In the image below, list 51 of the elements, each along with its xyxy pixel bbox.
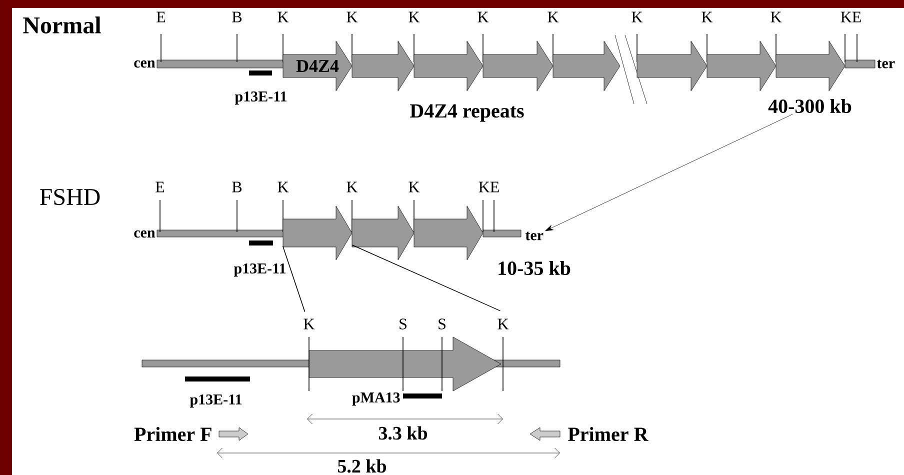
site-letter: K <box>702 12 713 22</box>
site-letter: S <box>400 318 406 330</box>
end-label: cen <box>134 60 156 68</box>
repeat-block <box>706 40 776 92</box>
site-letter: S <box>438 318 446 330</box>
probe-label: p13E-11 <box>234 263 286 277</box>
repeat-block <box>282 206 352 260</box>
repeat-block <box>414 40 484 92</box>
size-label: 10-35 kb <box>498 260 570 276</box>
site-letter: K <box>278 182 289 192</box>
region-label: D4Z4 repeats <box>410 104 524 122</box>
site-letter: K <box>346 182 358 192</box>
end-label: ter <box>876 60 895 68</box>
site-letter: K <box>632 12 643 22</box>
connector-line <box>352 244 501 312</box>
primer-label: Primer R <box>568 426 648 442</box>
site-letter: K <box>498 318 509 330</box>
probe-label: p13E-11 <box>190 394 242 408</box>
end-label: cen <box>134 230 156 238</box>
primer-label: Primer F <box>134 426 212 442</box>
row-title: FSHD <box>40 188 100 206</box>
repeat-block <box>776 40 846 92</box>
repeat-block <box>414 206 484 260</box>
site-letter: KE <box>478 182 499 192</box>
repeat-block <box>352 40 414 92</box>
site-letter: K <box>278 12 289 22</box>
size-label: ter <box>525 232 544 240</box>
site-letter: KE <box>840 12 861 22</box>
site-letter: K <box>548 12 559 22</box>
repeat-block <box>636 40 708 92</box>
site-letter: K <box>408 12 420 22</box>
repeat-block: D4Z4 <box>282 40 352 92</box>
site-letter: K <box>770 12 782 22</box>
repeat-block <box>482 40 554 92</box>
repeat-block <box>352 206 414 260</box>
size-label: 3.3 kb <box>378 426 428 440</box>
size-label: 5.2 kb <box>338 459 386 473</box>
site-letter: B <box>232 12 242 22</box>
site-letter: K <box>408 182 420 192</box>
row-title: Normal <box>23 16 101 34</box>
site-letter: B <box>232 182 242 192</box>
repeat-block <box>552 40 620 92</box>
size-label: 40-300 kb <box>768 98 852 114</box>
site-letter: K <box>346 12 358 22</box>
site-letter: K <box>478 12 489 22</box>
site-letter: E <box>156 182 164 192</box>
site-letter: K <box>304 318 315 330</box>
probe-label: p13E-11 <box>234 91 286 105</box>
site-letter: E <box>156 12 166 22</box>
connector-line <box>282 246 306 312</box>
connector-line <box>545 114 793 232</box>
